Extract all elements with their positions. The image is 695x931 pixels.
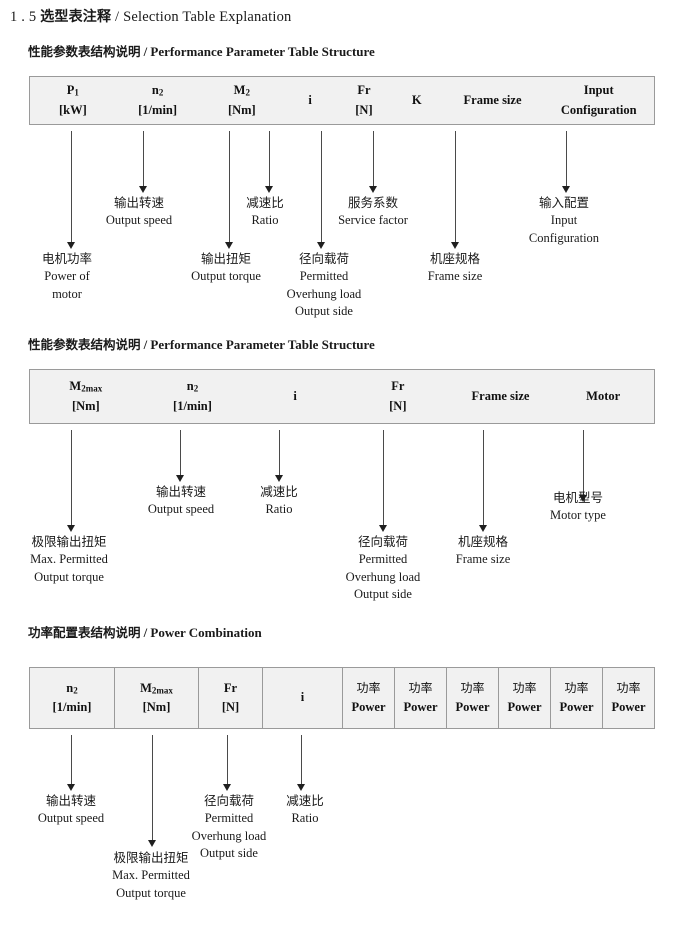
table-2-col-motor: Motor [586, 388, 621, 403]
page-title-chinese: 选型表注释 [40, 9, 112, 25]
table-1-col-m2: M2 [Nm] [227, 83, 256, 117]
section-2-heading-separator: / [143, 337, 148, 352]
section-3-heading: 功率配置表结构说明 / Power Combination [28, 622, 262, 641]
arrow-to-permitted-overhung-load-3 [222, 735, 233, 791]
power-combination-table: n2 [1/min] M2max [Nm] Fr [N] i 功率 Power … [29, 667, 655, 729]
section-2-heading: 性能参数表结构说明 / Performance Parameter Table … [28, 334, 375, 353]
arrow-to-output-speed-2 [175, 430, 186, 482]
table-2-col-fr: Fr [N] [389, 379, 407, 413]
arrow-to-ratio-2 [274, 430, 285, 482]
callout-ratio-2: 减速比 Ratio [260, 484, 298, 516]
section-2-heading-english: Performance Parameter Table Structure [150, 337, 375, 352]
arrow-to-service-factor [368, 131, 379, 193]
section-3-heading-separator: / [143, 625, 148, 640]
arrow-to-ratio-3 [296, 735, 307, 791]
table-3-col-m2max: M2max [Nm] [114, 668, 198, 728]
table-2-col-i: i [293, 388, 297, 403]
callout-input-configuration: 输入配置 Input Configuration [528, 195, 600, 245]
table-3-col-i: i [262, 668, 342, 728]
table-1-col-p1: P1 [kW] [58, 83, 87, 117]
callout-ratio-3: 减速比 Ratio [286, 793, 324, 825]
table-3-col-n2: n2 [1/min] [52, 680, 92, 715]
table-1-col-k: K [411, 92, 422, 107]
arrow-to-input-configuration [561, 131, 572, 193]
table-3-col-fr: Fr [N] [198, 668, 262, 728]
arrow-to-max-permitted-output-torque-2 [66, 430, 77, 532]
section-1-heading-english: Performance Parameter Table Structure [150, 44, 375, 59]
table-2-col-m2max: M2max [Nm] [69, 379, 103, 413]
callout-frame-size-2: 机座规格 Frame size [455, 534, 511, 566]
callout-ratio-1: 减速比 Ratio [246, 195, 284, 227]
page-title: 1 . 5 选型表注释 / Selection Table Explanatio… [10, 6, 292, 26]
table-3-col-power-5: 功率 Power [550, 668, 602, 728]
callout-power-of-motor: 电机功率 Power of motor [41, 251, 92, 301]
section-1-heading-chinese: 性能参数表结构说明 [28, 44, 141, 59]
table-3-col-power-3: 功率 Power [446, 668, 498, 728]
callout-permitted-overhung-load-3: 径向载荷 Permitted Overhung load Output side [191, 793, 267, 861]
table-1-col-n2: n2 [1/min] [138, 83, 178, 117]
section-1-heading: 性能参数表结构说明 / Performance Parameter Table … [28, 41, 375, 60]
table-1-col-frame-size: Frame size [463, 92, 522, 107]
callout-output-torque: 输出扭矩 Output torque [191, 251, 261, 283]
callout-frame-size-1: 机座规格 Frame size [427, 251, 483, 283]
page-title-number: 1 . 5 [10, 9, 37, 25]
arrow-to-output-torque [224, 131, 235, 249]
arrow-to-ratio [264, 131, 275, 193]
arrow-to-permitted-overhung-load-2 [378, 430, 389, 532]
callout-permitted-overhung-load-2: 径向载荷 Permitted Overhung load Output side [345, 534, 421, 602]
callout-output-speed-3: 输出转速 Output speed [37, 793, 105, 825]
table-1-col-input-configuration: Input Configuration [560, 83, 637, 117]
callout-max-permitted-output-torque-2: 极限输出扭矩 Max. Permitted Output torque [30, 534, 108, 584]
arrow-to-permitted-overhung-load [316, 131, 327, 249]
section-3-heading-english: Power Combination [150, 625, 262, 640]
callout-max-permitted-output-torque-3: 极限输出扭矩 Max. Permitted Output torque [112, 850, 190, 900]
page-title-english: Selection Table Explanation [123, 9, 292, 25]
table-2-col-frame-size: Frame size [471, 388, 530, 403]
arrow-to-frame-size [450, 131, 461, 249]
callout-service-factor: 服务系数 Service factor [338, 195, 408, 227]
arrow-to-max-permitted-output-torque-3 [147, 735, 158, 847]
arrow-to-output-speed [138, 131, 149, 193]
arrow-to-frame-size-2 [478, 430, 489, 532]
table-3-col-power-6: 功率 Power [602, 668, 654, 728]
section-3-heading-chinese: 功率配置表结构说明 [28, 625, 141, 640]
table-3-col-power-1: 功率 Power [342, 668, 394, 728]
section-1-heading-separator: / [143, 44, 148, 59]
callout-motor-type: 电机型号 Motor type [550, 490, 606, 522]
table-3-col-power-2: 功率 Power [394, 668, 446, 728]
callout-output-speed-1: 输出转速 Output speed [105, 195, 173, 227]
page-title-separator: / [115, 9, 120, 25]
arrow-to-output-speed-3 [66, 735, 77, 791]
performance-parameter-table-1: P1 [kW] n2 [1/min] M2 [Nm] i Fr [N] K Fr… [29, 76, 655, 125]
table-1-col-fr: Fr [N] [355, 83, 373, 117]
table-3-col-power-4: 功率 Power [498, 668, 550, 728]
section-2-heading-chinese: 性能参数表结构说明 [28, 337, 141, 352]
table-1-col-i: i [308, 92, 312, 107]
arrow-to-power-of-motor [66, 131, 77, 249]
callout-output-speed-2: 输出转速 Output speed [147, 484, 215, 516]
table-2-col-n2: n2 [1/min] [173, 379, 212, 413]
callout-permitted-overhung-load-1: 径向载荷 Permitted Overhung load Output side [286, 251, 362, 319]
performance-parameter-table-2: M2max [Nm] n2 [1/min] i Fr [N] Frame siz… [29, 369, 655, 424]
